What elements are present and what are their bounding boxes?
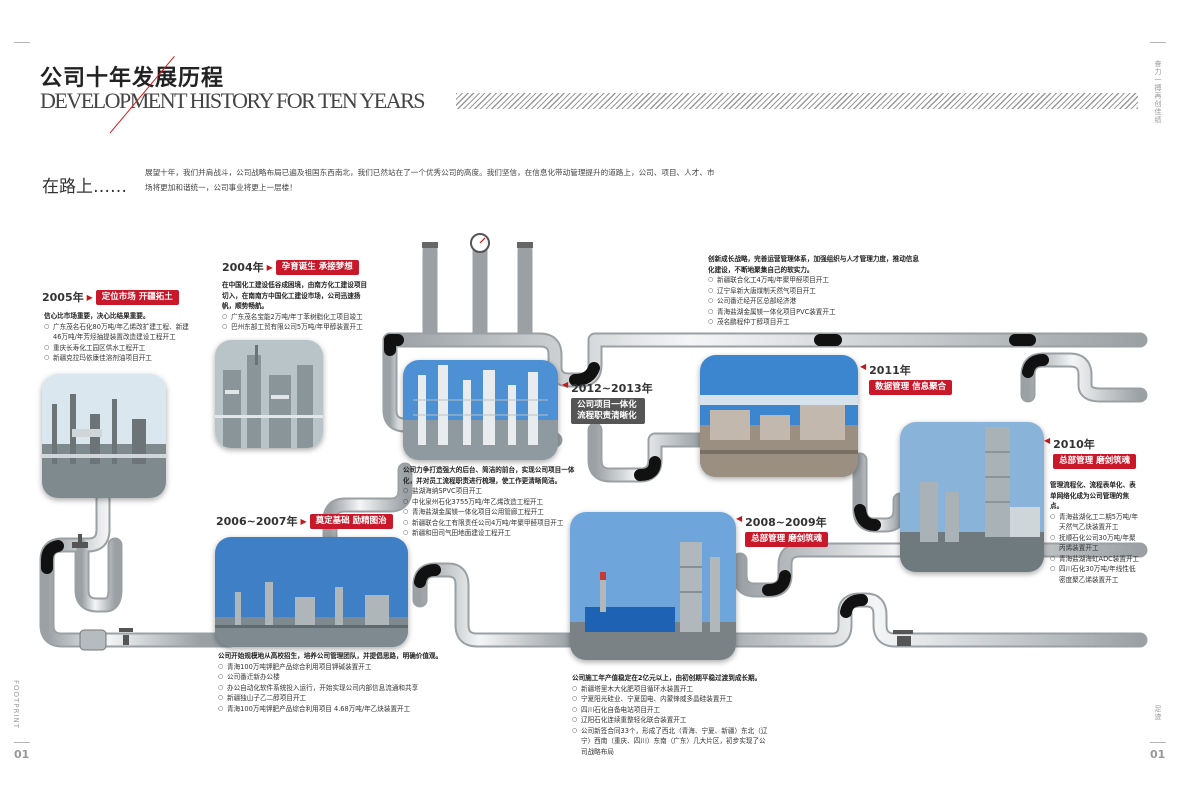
list-item: 盐湖海纳SPVC项目开工 <box>403 486 583 497</box>
list-item: 青海100万吨钾肥产品综合利用项目钾碱装置开工 <box>218 662 463 673</box>
list-item: 巴州东部工贸有限公司5万吨/年甲醇装置开工 <box>222 322 370 333</box>
year-badge-2004: 孕育诞生 承接梦想 <box>275 259 359 275</box>
milestone-text-2004: 在中国化工建设低谷成困境，由南方化工建设项目切入，在南南方中国化工建设市场，公司… <box>222 280 370 333</box>
page-title-cn: 公司十年发展历程 <box>40 66 225 91</box>
year-badge-2005: 定位市场 开疆拓土 <box>95 289 179 305</box>
arrow-right-icon: ▶ <box>300 516 307 526</box>
year-label-2011: ◀ 2011年 数据管理 信息聚合 <box>860 362 953 395</box>
intro-text: 展望十年，我们并肩战斗，公司战略布局已遍及祖国东西南北，我们已然站在了一个优秀公… <box>145 168 715 192</box>
milestone-text-2011: 创新成长战略，完善运营管理体系，加强组织与人才管理力度，推动信息化建设，不断地聚… <box>708 254 923 328</box>
photo-2004 <box>215 340 323 448</box>
arrow-left-icon: ◀ <box>562 380 569 389</box>
milestone-text-2006-2007: 公司开始规模地从高校招生，培养公司管理团队，并提倡思路，明确价值观。 青海100… <box>218 651 463 714</box>
photo-2012-2013 <box>403 360 558 460</box>
list-item: 新疆克拉玛依康佳溶剂油项目开工 <box>44 353 194 364</box>
photo-2005 <box>42 374 166 498</box>
year-label-2008-2009: ◀ 2008~2009年 总部管理 磨剑筑魂 <box>736 514 829 547</box>
list-item: 广东茂名宝能2万吨/年丁苯树脂化工项目竣工 <box>222 312 370 323</box>
bottom-right-rule <box>1150 742 1166 743</box>
list-item: 新疆塔里木大化肥项目循环水装置开工 <box>572 684 772 695</box>
year-badge-2006-2007: 奠定基础 励精图治 <box>309 513 393 529</box>
list-item: 新疆和田司气田地面建设工程开工 <box>403 528 583 539</box>
list-item: 青海盐湖金属镁一体化项目PVC装置开工 <box>708 307 923 318</box>
milestone-text-2005: 信心比市场重要，决心比结果重要。 广东茂名石化80万吨/年乙烯改扩建工程、新建4… <box>44 311 194 364</box>
list-item: 四川石化30万吨/年线性低密度聚乙烯装置开工 <box>1050 564 1140 585</box>
list-item: 办公自动化软件系统投入运行，开始实现公司内部信息流通和共享 <box>218 683 463 694</box>
top-left-rule <box>14 42 30 43</box>
page-number-right: 01 <box>1150 748 1166 761</box>
year-label-2006-2007: 2006~2007年 ▶ 奠定基础 励精图治 <box>216 513 393 529</box>
arrow-left-icon: ◀ <box>736 514 743 523</box>
milestone-text-2010: 管理流程化、流程表单化、表单网络化成为公司管理的焦点。 青海盐湖化工二期5万吨/… <box>1050 480 1140 585</box>
arrow-left-icon: ◀ <box>1044 436 1051 445</box>
milestone-text-2012-2013: 公司力争打造强大的后台、简洁的前台，实现公司项目一体化，并对员工流程职责进行梳理… <box>403 465 583 539</box>
year-label-2004: 2004年 ▶ 孕育诞生 承接梦想 <box>222 259 359 275</box>
list-item: 青海盐湖化工二期5万吨/年天然气乙炔装置开工 <box>1050 512 1140 533</box>
arrow-right-icon: ▶ <box>266 262 273 272</box>
year-badge-2011: 数据管理 信息聚合 <box>869 380 953 395</box>
list-item: 中化泉州石化3755万吨/年乙烯改造工程开工 <box>403 497 583 508</box>
side-caption-right: 奋力一搏再创佳绩 <box>1154 60 1162 124</box>
arrow-right-icon: ▶ <box>86 292 93 302</box>
list-item: 公司番迁经开区总部经济港 <box>708 296 923 307</box>
year-label-2010: ◀ 2010年 总部管理 磨剑筑魂 <box>1044 436 1137 469</box>
list-item: 新疆联合化工有限责任公司4万吨/年聚甲醛项目开工 <box>403 518 583 529</box>
list-item: 新疆独山子乙二醇项目开工 <box>218 693 463 704</box>
side-caption-right-bottom: 足迹 <box>1154 705 1162 721</box>
year-badge-2010: 总部管理 磨剑筑魂 <box>1053 454 1137 469</box>
list-item: 青海盐湖金属镁一体化项目公用管廊工程开工 <box>403 507 583 518</box>
side-caption-left: FOOTPRINT <box>12 680 20 729</box>
list-item: 新疆联合化工4万吨/年聚甲醛项目开工 <box>708 275 923 286</box>
page-title-en: DEVELOPMENT HISTORY FOR TEN YEARS <box>40 88 426 113</box>
list-item: 辽阳石化连续重整轻化联合装置开工 <box>572 715 772 726</box>
list-item: 公司新签合同33个，形成了西北（青海、宁夏、新疆）东北（辽宁）西南（重庆、四川）… <box>572 726 772 758</box>
year-label-2012-2013: ◀ 2012~2013年 公司项目一体化 流程职责清晰化 <box>562 380 653 424</box>
list-item: 青海100万吨钾肥产品综合利用项目 4.68万吨/年乙炔装置开工 <box>218 704 463 715</box>
intro-heading: 在路上…… <box>42 177 127 197</box>
list-item: 重庆长寿化工园区供水工程开工 <box>44 343 194 354</box>
photo-2008-2009 <box>570 512 736 660</box>
list-item: 辽宁阜新大唐煤制天然气项目开工 <box>708 286 923 297</box>
list-item: 青海盐湖海虹ADC装置开工 <box>1050 554 1140 565</box>
list-item: 抚顺石化公司30万吨/年聚丙烯装置开工 <box>1050 533 1140 554</box>
page-number-left: 01 <box>14 748 30 761</box>
photo-2010 <box>900 422 1044 572</box>
bottom-left-rule <box>14 742 30 743</box>
top-right-rule <box>1150 42 1166 43</box>
photo-2011 <box>700 355 858 477</box>
list-item: 公司番迁新办公楼 <box>218 672 463 683</box>
list-item: 茂名鹏程仲丁醇项目开工 <box>708 317 923 328</box>
photo-2006-2007 <box>215 537 408 647</box>
list-item: 四川石化自备电站项目开工 <box>572 705 772 716</box>
arrow-left-icon: ◀ <box>860 362 867 371</box>
year-label-2005: 2005年 ▶ 定位市场 开疆拓土 <box>42 289 179 305</box>
year-badge-2008-2009: 总部管理 磨剑筑魂 <box>745 532 829 547</box>
list-item: 广东茂名石化80万吨/年乙烯改扩建工程、新建46万吨/年芳烃抽提装置改造建设工程… <box>44 322 194 343</box>
milestone-text-2008-2009: 公司施工年产值稳定在2亿元以上，由初创期平稳过渡到成长期。 新疆塔里木大化肥项目… <box>572 673 772 757</box>
year-badge-2012-2013: 公司项目一体化 流程职责清晰化 <box>571 398 646 424</box>
hatch-band <box>456 93 1138 109</box>
list-item: 宁夏阳光硅业、宁夏国电、内蒙锋威多晶硅装置开工 <box>572 694 772 705</box>
